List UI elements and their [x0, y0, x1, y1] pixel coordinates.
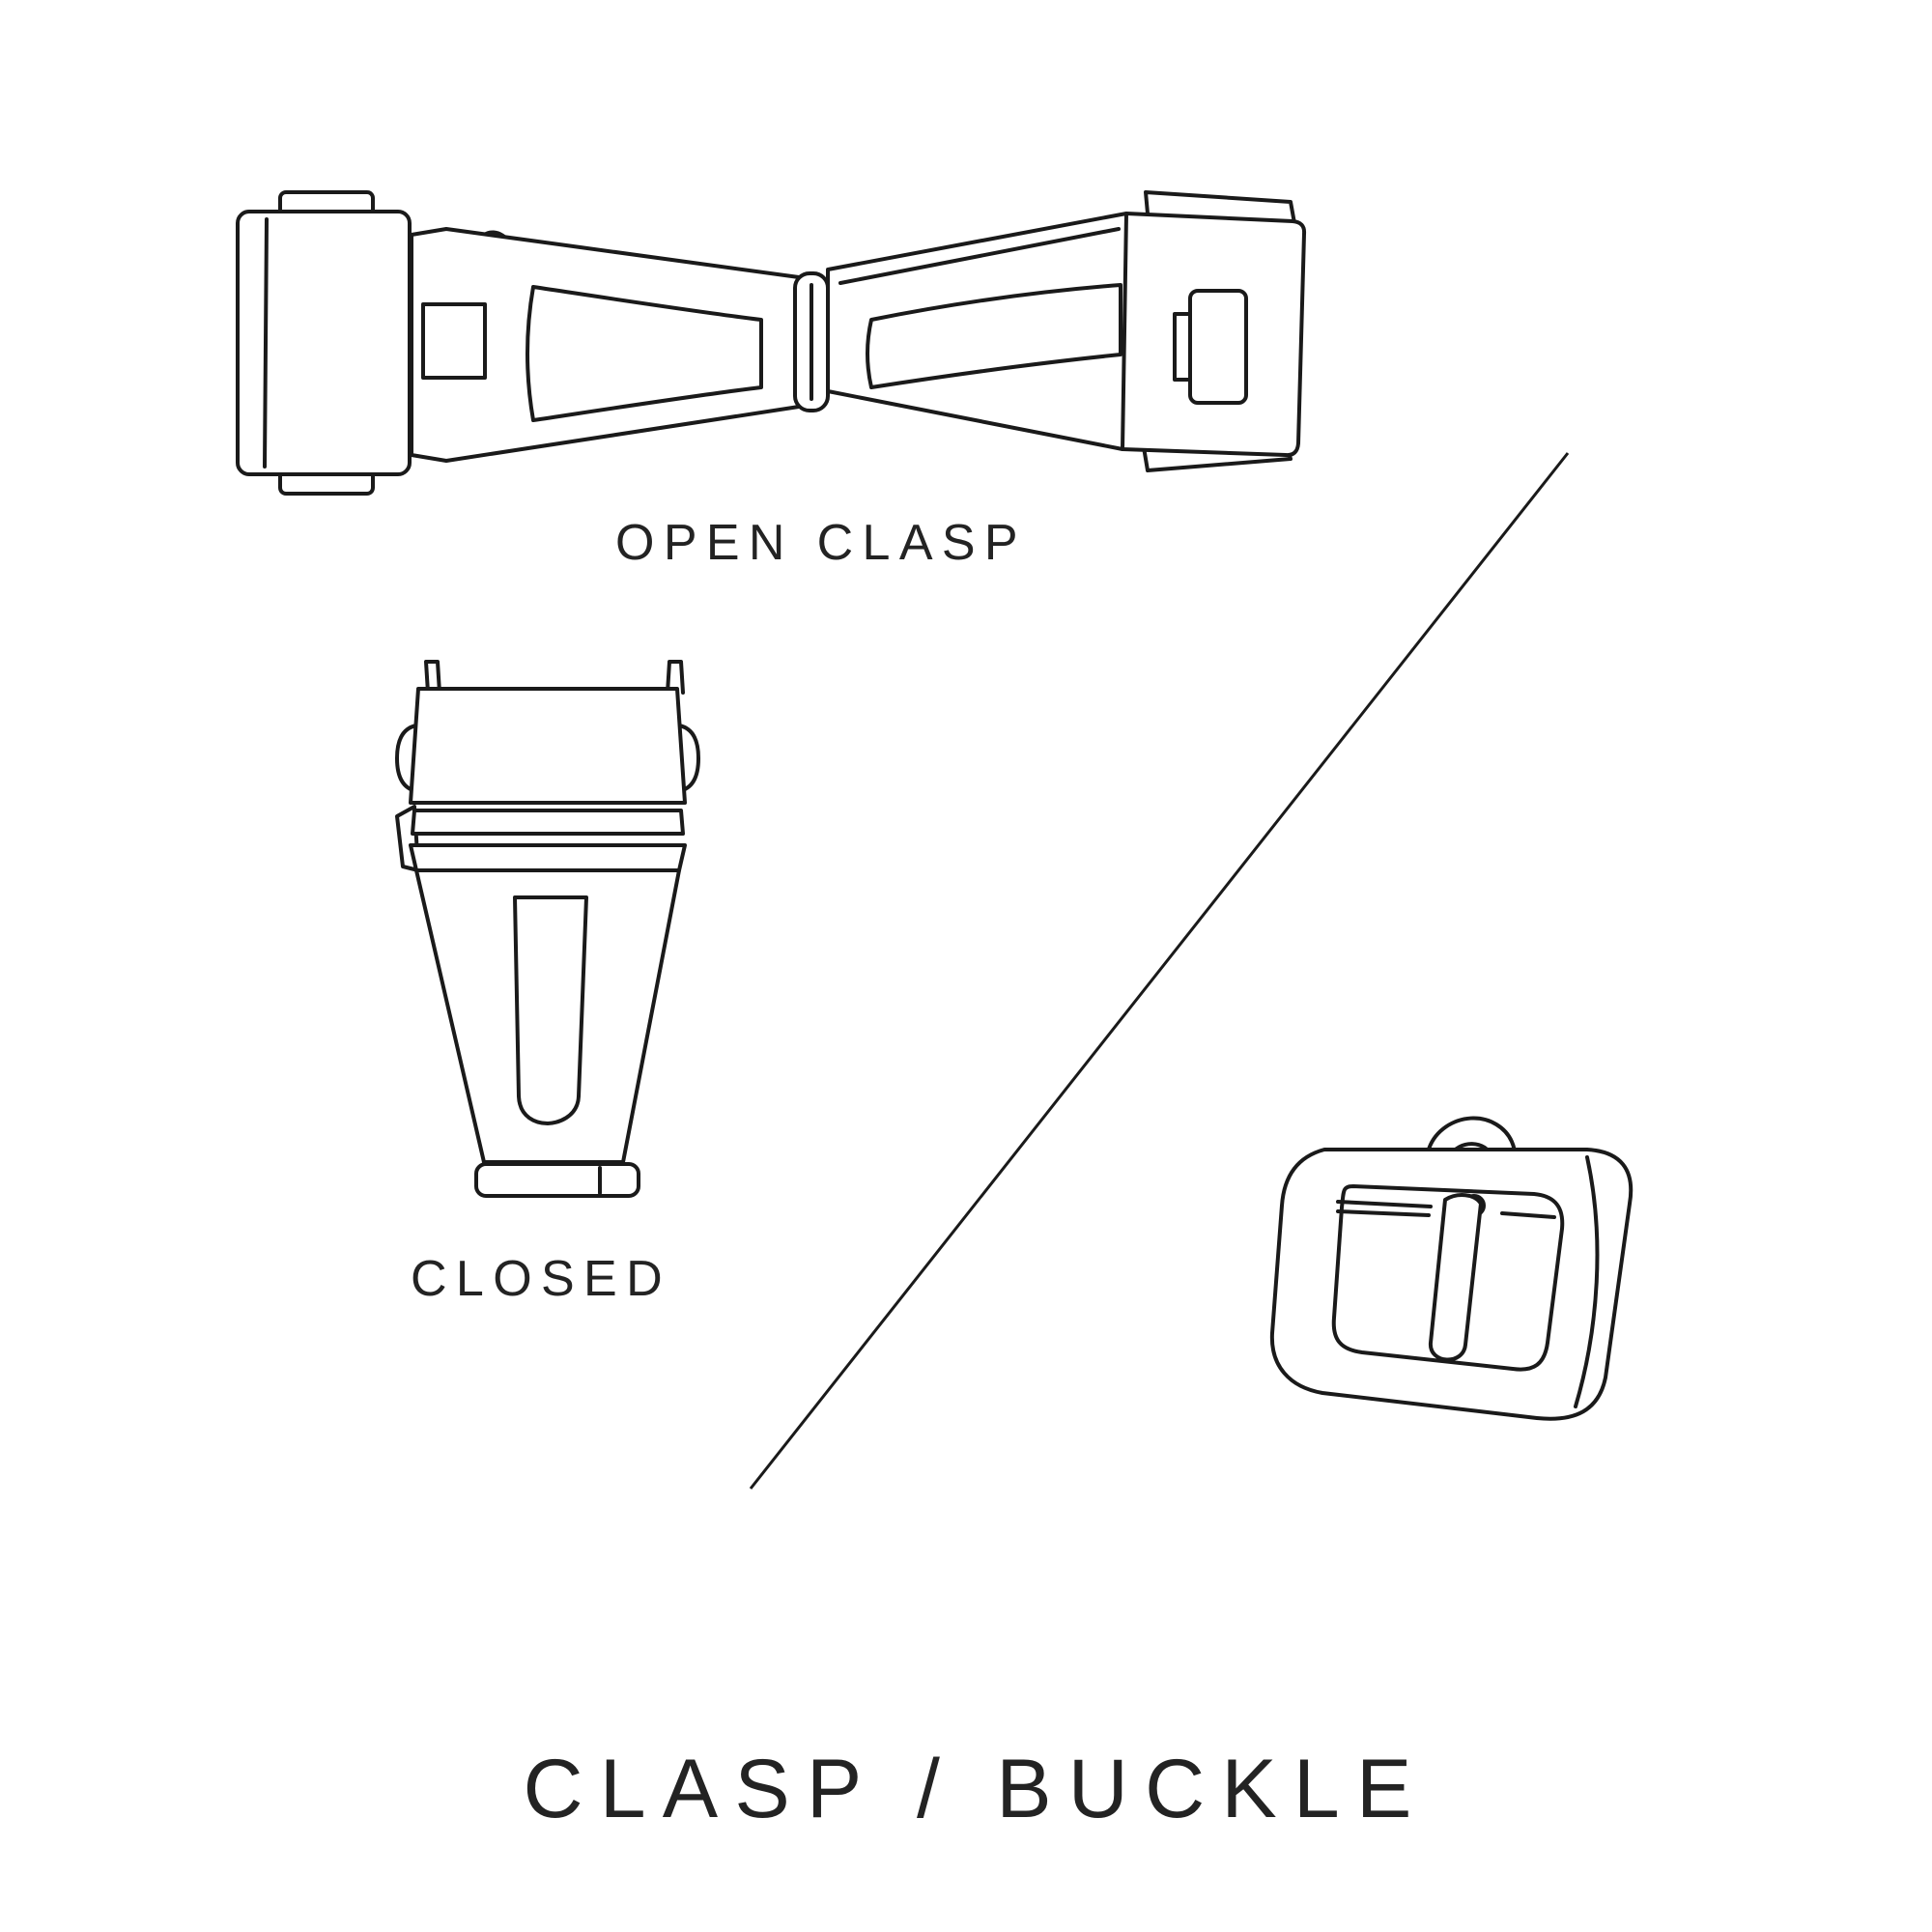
- closed-clasp-figure: [391, 660, 704, 1198]
- buckle-illustration: [1269, 1116, 1634, 1421]
- open-clasp-label: OPEN CLASP: [615, 515, 1027, 571]
- buckle-figure: [1249, 1111, 1650, 1425]
- open-clasp-illustration: [236, 190, 1307, 496]
- open-clasp-figure: [222, 179, 1314, 497]
- closed-clasp-illustration: [395, 660, 700, 1198]
- closed-clasp-label: CLOSED: [411, 1251, 671, 1307]
- page-title: CLASP / BUCKLE: [523, 1743, 1429, 1835]
